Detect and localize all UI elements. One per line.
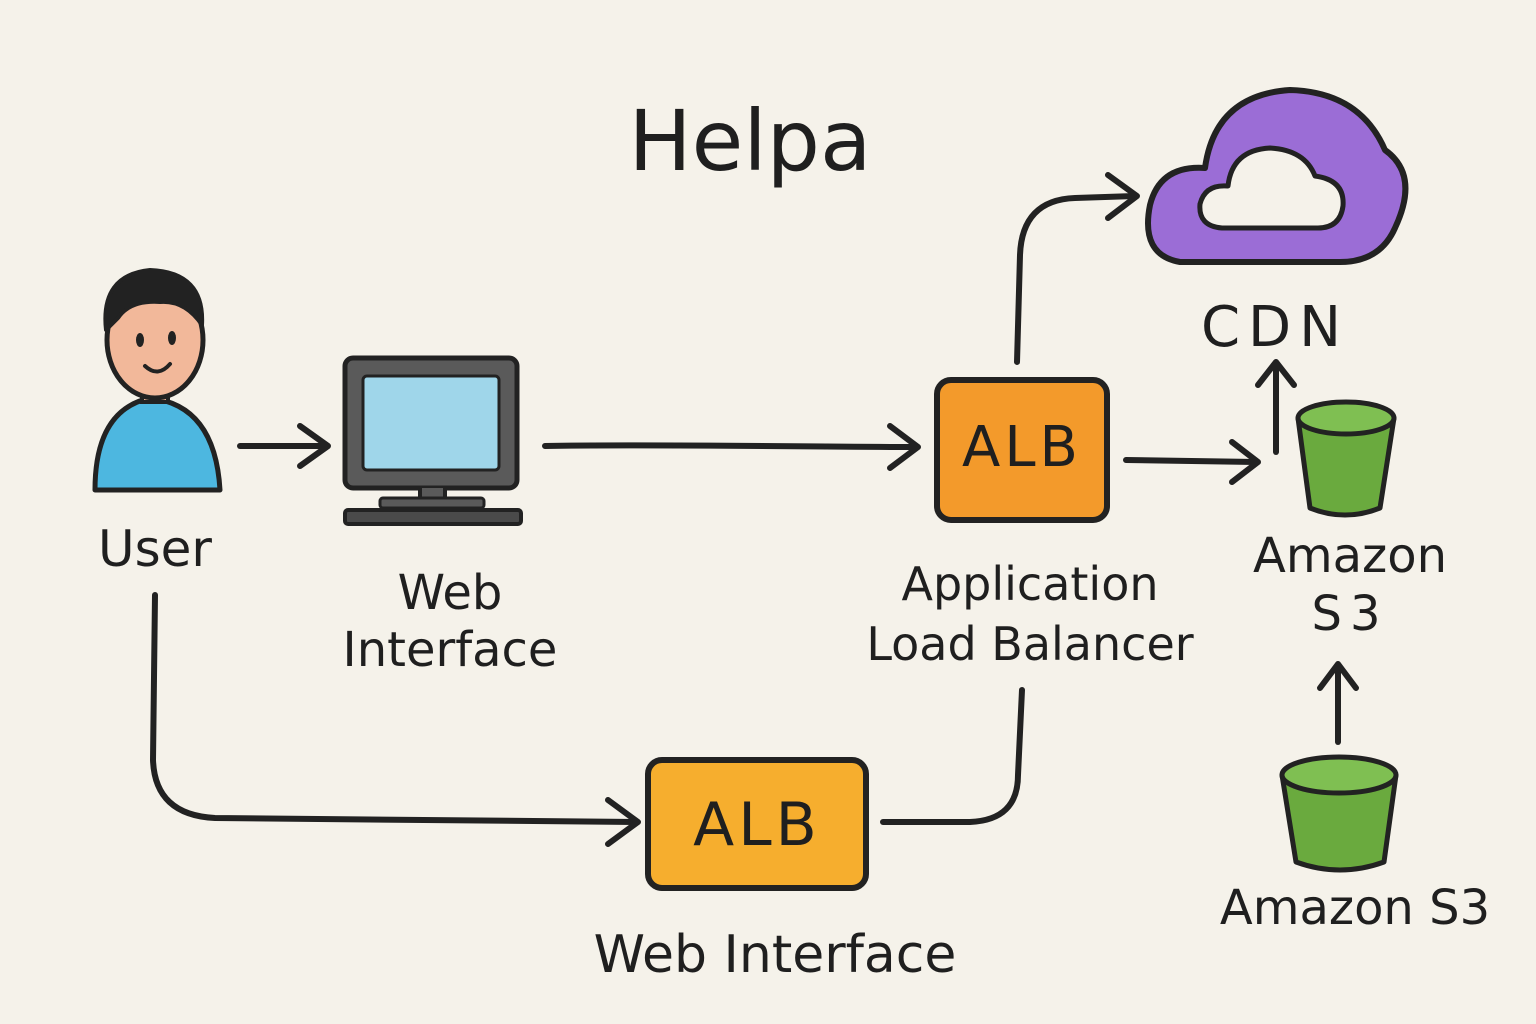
s3-top-label-line2: S3 — [1311, 585, 1389, 642]
alb-bottom-box-text: ALB — [693, 790, 821, 860]
computer-monitor-icon — [342, 355, 523, 526]
alb-main-label: Application Load Balancer — [850, 555, 1210, 675]
edge-web-interface-to-alb — [542, 423, 921, 471]
web-interface-label-line1: Web — [397, 565, 503, 621]
cdn-label: CDN — [1200, 295, 1350, 360]
s3-top-label: Amazon S3 — [1220, 528, 1480, 643]
user-label: User — [98, 520, 212, 578]
alb-main-label-line1: Application — [901, 557, 1159, 611]
edge-user-to-web-interface — [237, 423, 331, 469]
web-interface-label-line2: Interface — [342, 621, 558, 678]
edge-s3-bottom-to-s3-top — [1317, 661, 1359, 745]
s3-bottom-label: Amazon S3 — [1219, 880, 1491, 936]
s3-top-label-line1: Amazon — [1253, 528, 1447, 584]
alb-bottom-label: Web Interface — [593, 925, 957, 985]
alb-main-box — [934, 377, 1110, 523]
cloud-icon — [1145, 87, 1409, 265]
edge-alb-to-s3-top — [1123, 439, 1261, 485]
edge-user-to-alb-bottom — [150, 592, 641, 847]
alb-main-box-text: ALB — [962, 415, 1082, 480]
alb-bottom-box — [645, 757, 869, 891]
edge-s3-top-to-cdn — [1255, 359, 1297, 455]
diagram-title: Helpa — [628, 92, 872, 190]
bucket-icon — [1295, 399, 1397, 518]
bucket-icon — [1279, 754, 1399, 873]
edge-alb-bottom-to-alb — [880, 687, 1025, 825]
web-interface-label: Web Interface — [300, 565, 600, 678]
edge-alb-to-cdn — [1014, 172, 1140, 365]
alb-main-label-line2: Load Balancer — [866, 616, 1194, 671]
person-icon — [92, 268, 223, 493]
